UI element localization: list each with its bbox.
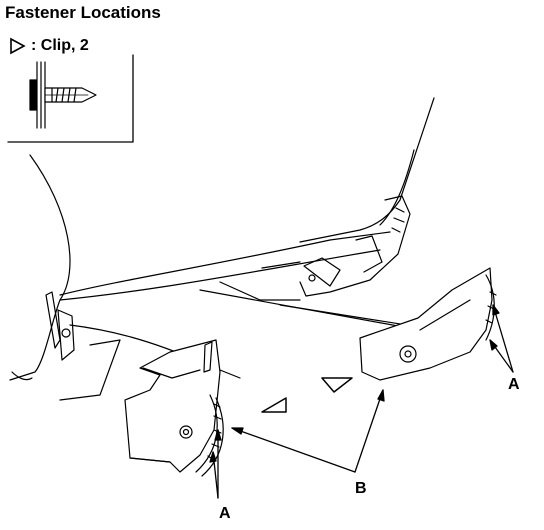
clip-legend: : Clip, 2 — [9, 37, 89, 55]
callout-a-right: A — [508, 376, 520, 393]
clip-markers — [261, 377, 353, 413]
clip-inset — [7, 54, 134, 143]
triangle-clip-icon — [10, 37, 26, 55]
left-bracket — [124, 339, 224, 477]
right-bracket — [359, 267, 497, 381]
leader-lines — [209, 304, 514, 499]
page-title: Fastener Locations — [5, 3, 161, 22]
clip-legend-text: : Clip, 2 — [31, 37, 89, 54]
callout-a-left: A — [219, 505, 231, 522]
callout-b: B — [355, 480, 367, 497]
